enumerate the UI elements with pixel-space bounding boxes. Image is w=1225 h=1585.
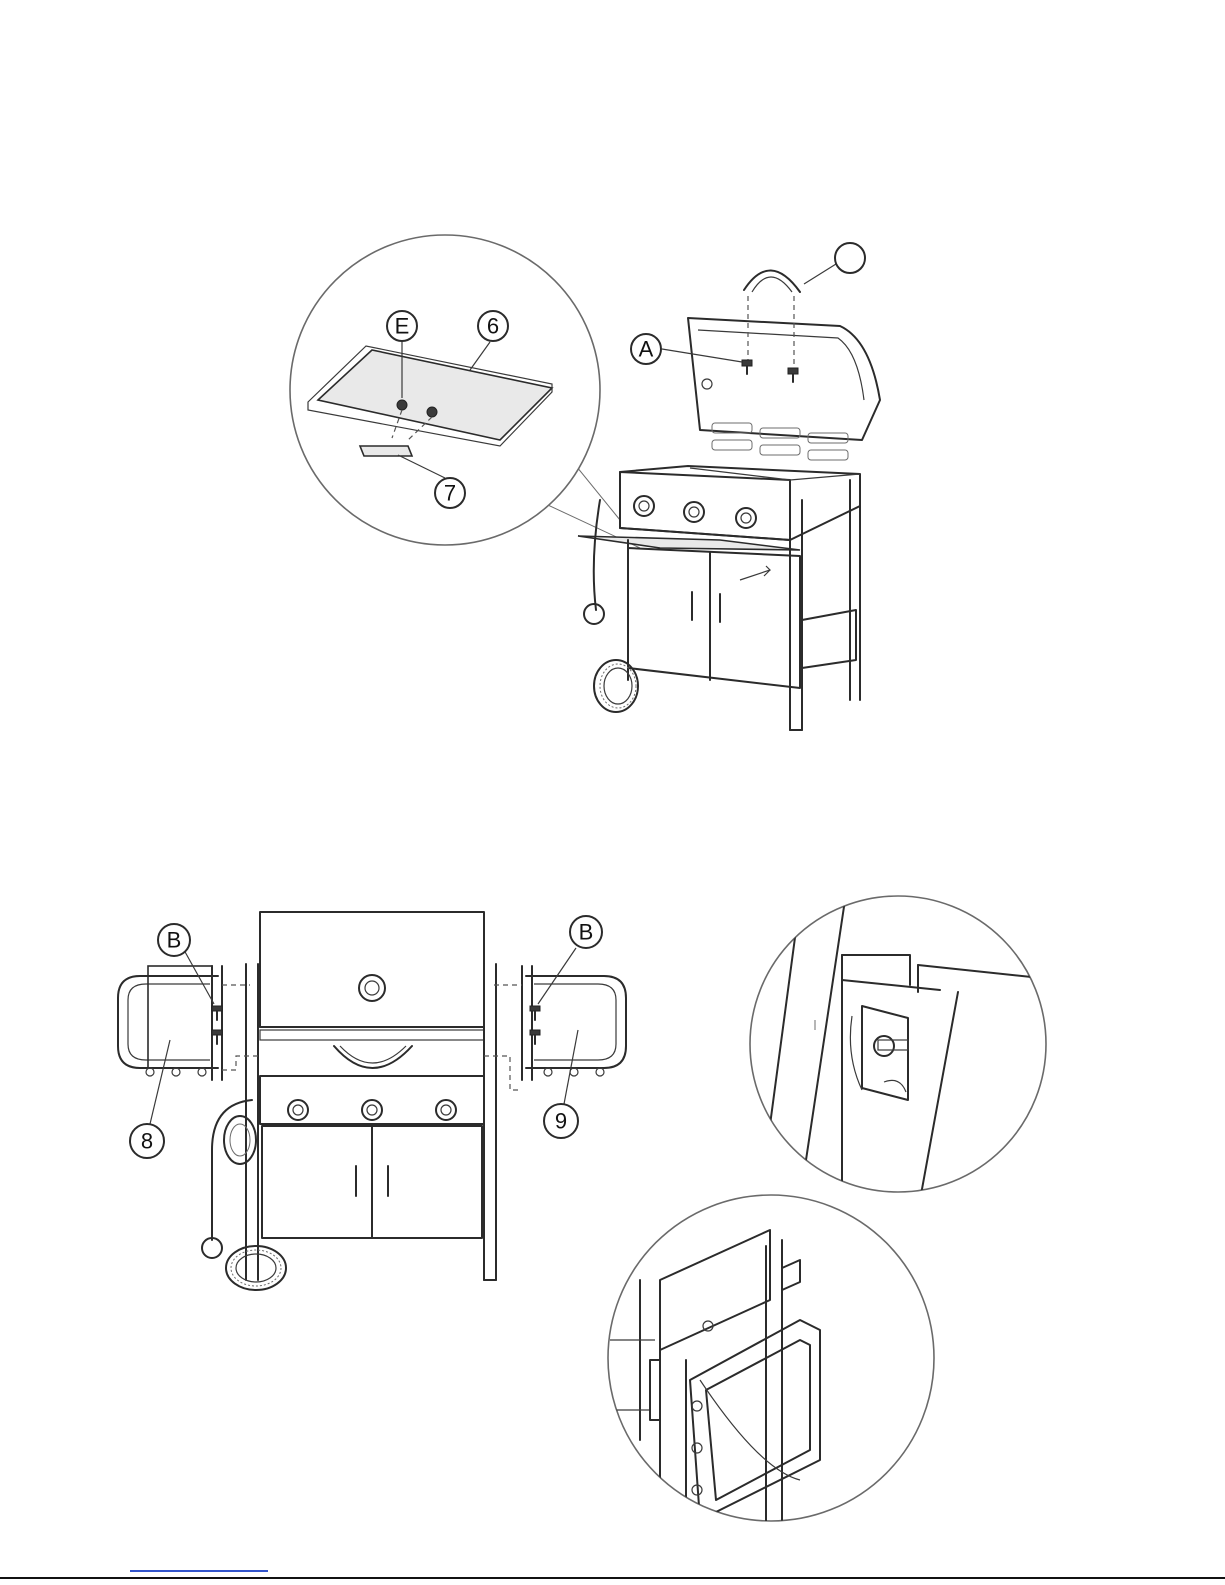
wheel <box>594 660 638 712</box>
direction-arrow <box>740 566 770 580</box>
svg-text:9: 9 <box>555 1109 567 1134</box>
grill-perspective <box>578 270 880 730</box>
side-rail <box>594 500 600 610</box>
bracket-detail-zoom-2 <box>608 1195 934 1540</box>
lid-handle <box>744 270 800 292</box>
svg-text:7: 7 <box>444 481 456 506</box>
svg-text:A: A <box>639 337 654 362</box>
left-side-shelf <box>118 966 222 1080</box>
bracket-detail-zoom-1 <box>750 896 1060 1200</box>
cabinet <box>628 548 800 688</box>
svg-text:B: B <box>579 920 594 945</box>
grill-hood <box>260 912 484 1027</box>
callout-shelf-9: 9 <box>544 1030 578 1138</box>
grill-lid <box>688 318 880 440</box>
svg-text:6: 6 <box>487 314 499 339</box>
grill-front <box>202 912 496 1290</box>
screws-b-left <box>212 1006 222 1044</box>
bottom-assembly-figure: B B 8 9 <box>118 912 626 1290</box>
callout-handle <box>804 243 865 284</box>
shelf-hook-part <box>360 446 412 456</box>
front-wheel <box>226 1246 286 1290</box>
footer-rule <box>0 1577 1225 1579</box>
front-knobs <box>288 1100 456 1120</box>
footer-link-underline <box>130 1570 268 1572</box>
svg-text:8: 8 <box>141 1129 153 1154</box>
lid-screws-a <box>742 360 798 382</box>
svg-text:B: B <box>167 928 182 953</box>
right-side-shelf <box>522 966 626 1080</box>
callout-screw-a: A <box>631 334 742 364</box>
front-wheel-back <box>224 1116 256 1164</box>
callout-hook-7: 7 <box>435 478 465 508</box>
hood-handle <box>334 1046 412 1068</box>
callout-shelf-6: 6 <box>478 311 508 341</box>
control-knobs <box>634 496 756 528</box>
callout-screw-b-right: B <box>538 916 602 1004</box>
callout-screw-e: E <box>387 311 417 341</box>
control-panel <box>620 472 790 540</box>
svg-text:E: E <box>395 314 410 339</box>
top-assembly-figure: A E 6 7 <box>290 235 880 730</box>
